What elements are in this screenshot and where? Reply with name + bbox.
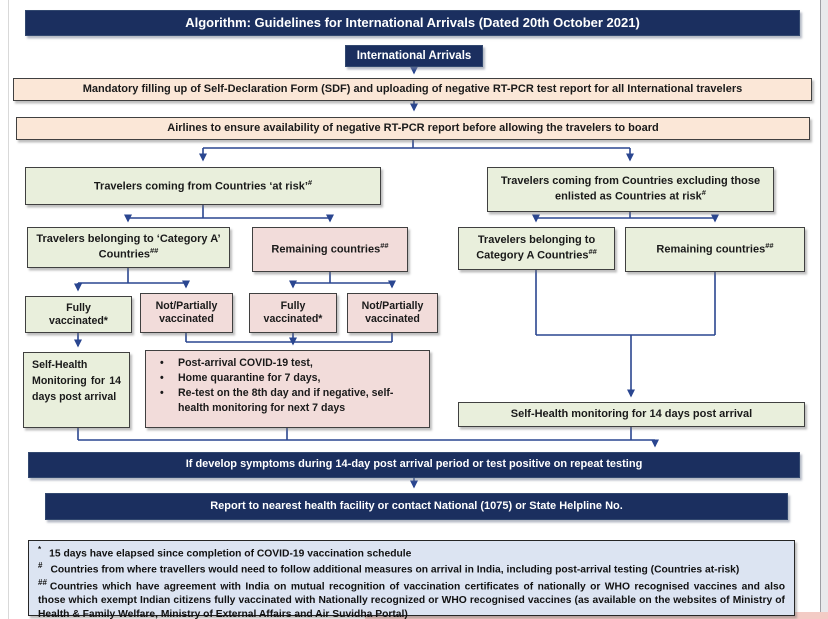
node-self-health-right: Self-Health monitoring for 14 days post … <box>458 402 805 427</box>
node-remaining-right: Remaining countries## <box>625 227 805 272</box>
node-label: If develop symptoms during 14-day post a… <box>185 458 643 471</box>
node-report-bar: Report to nearest health facility or con… <box>45 493 788 520</box>
node-label: Not/Partially vaccinated <box>361 300 424 325</box>
node-label: Not/Partially vaccinated <box>155 300 218 325</box>
measure-item: Home quarantine for 7 days, <box>156 371 423 386</box>
page-title-text: Algorithm: Guidelines for International … <box>185 15 640 31</box>
measure-list: Post-arrival COVID-19 test, Home quarant… <box>156 356 423 416</box>
footnote: ##Countries which have agreement with In… <box>38 577 785 619</box>
measure-item: Post-arrival COVID-19 test, <box>156 356 423 371</box>
node-label: Report to nearest health facility or con… <box>210 499 623 512</box>
node-label: Mandatory filling up of Self-Declaration… <box>82 82 743 95</box>
node-post-arrival-measures: Post-arrival COVID-19 test, Home quarant… <box>145 350 430 428</box>
node-label: Fully vaccinated* <box>263 300 323 325</box>
page-title: Algorithm: Guidelines for International … <box>25 10 800 36</box>
page-right-edge <box>820 0 821 619</box>
node-not-partially-mid: Not/Partially vaccinated <box>347 293 438 333</box>
node-countries-excluding-risk: Travelers coming from Countries excludin… <box>487 167 774 212</box>
node-fully-vaccinated-left: Fully vaccinated* <box>25 296 132 333</box>
node-international-arrivals: International Arrivals <box>345 45 483 67</box>
footnote: #Countries from where travellers would n… <box>38 561 740 576</box>
node-remaining-left: Remaining countries## <box>252 227 408 272</box>
node-fully-vaccinated-mid: Fully vaccinated* <box>249 293 337 333</box>
node-label: Travelers belonging to ‘Category A’ Coun… <box>36 232 221 261</box>
node-not-partially-left: Not/Partially vaccinated <box>140 293 233 333</box>
node-label: Self-Health Monitoring for 14 days post … <box>32 359 121 403</box>
node-label: Self-Health monitoring for 14 days post … <box>510 407 753 420</box>
node-label: Remaining countries## <box>656 241 774 257</box>
footnotes: *15 days have elapsed since completion o… <box>28 540 795 619</box>
node-label: Fully vaccinated* <box>49 301 108 327</box>
note-marker: # <box>307 177 313 187</box>
note-marker: ## <box>150 246 159 256</box>
node-label: Airlines to ensure availability of negat… <box>167 121 659 134</box>
node-category-a-left: Travelers belonging to ‘Category A’ Coun… <box>27 227 230 268</box>
node-category-a-right: Travelers belonging to Category A Countr… <box>458 227 615 270</box>
node-label: Remaining countries## <box>271 241 389 257</box>
node-label: International Arrivals <box>356 49 472 62</box>
node-airlines-check: Airlines to ensure availability of negat… <box>16 117 810 140</box>
note-marker: ## <box>380 241 389 251</box>
node-self-health-left: Self-Health Monitoring for 14 days post … <box>23 352 130 428</box>
note-marker: * <box>38 545 42 554</box>
node-label: Travelers belonging to Category A Countr… <box>476 233 597 262</box>
note-marker: ## <box>38 577 47 587</box>
note-marker: # <box>701 188 706 198</box>
node-label: Travelers coming from Countries excludin… <box>500 174 761 203</box>
page-right-margin <box>821 0 828 619</box>
node-label: Travelers coming from Countries ‘at risk… <box>93 177 313 193</box>
page-left-edge <box>8 0 9 619</box>
node-countries-at-risk: Travelers coming from Countries ‘at risk… <box>25 167 381 205</box>
node-symptoms-bar: If develop symptoms during 14-day post a… <box>28 452 800 478</box>
note-marker: # <box>38 561 43 571</box>
note-marker: ## <box>588 247 597 257</box>
node-sdf-mandatory: Mandatory filling up of Self-Declaration… <box>13 78 812 101</box>
measure-item: Re-test on the 8th day and if negative, … <box>156 386 423 416</box>
footnote: *15 days have elapsed since completion o… <box>38 545 412 560</box>
note-marker: ## <box>765 241 774 251</box>
